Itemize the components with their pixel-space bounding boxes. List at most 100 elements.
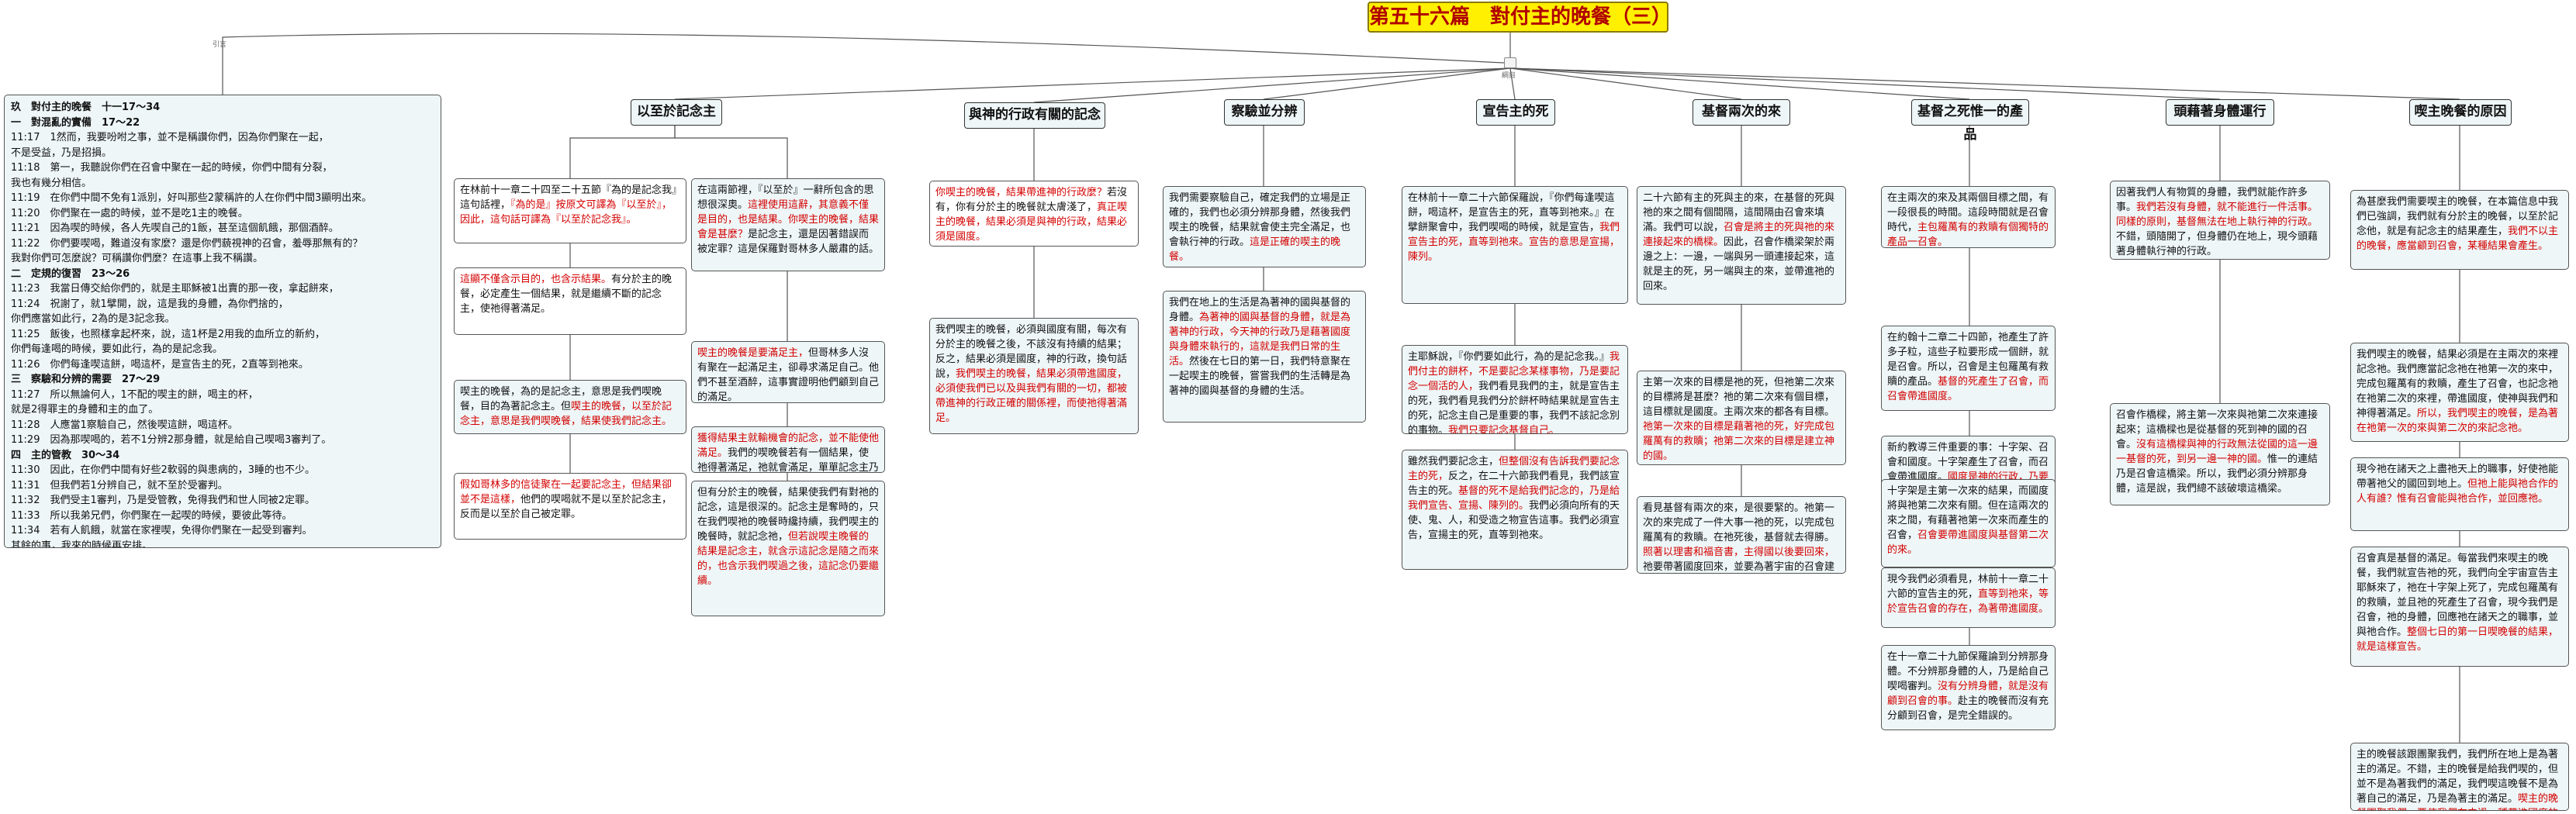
topic-two-comings[interactable]: 基督兩次的來 [1693,99,1790,126]
note-box: 因著我們人有物質的身體，我們就能作許多事。我們若沒有身體，就不能進行一件活事。同… [2110,181,2330,260]
note-box: 主的晚餐該跟團聚我們，我們所在地上是為著主的滿足。不錯，主的晚餐是給我們喫的，但… [2350,743,2569,811]
emphasis-text: 召會是將主的死與祂的來連接起來的橋樑。 [1643,222,1835,248]
note-box: 在這兩節裡，『以至於』一辭所包含的思想很深奧。這裡使用這辭，其意義不僅是目的，也… [691,178,885,271]
topic-unique-product[interactable]: 基督之死惟一的產品 [1911,99,2029,143]
outline-verse: 11:25 飯後，也照樣拿起杯來，說，這1杯是2用我的血所立的新約， [11,328,326,340]
note-box: 雖然我們要記念主，但整個沒有告訴我們要記念主的死，反之，在二十六節我們看見，我們… [1402,450,1628,570]
note-box: 召會真是基督的滿足。每當我們來喫主的晚餐，我們就宣告祂的死，我們向全宇宙宣告主耶… [2350,547,2569,667]
note-box: 你喫主的晚餐，結果帶進神的行政麼？若沒有，你有分於主的晚餐就太膚淺了，真正喫主的… [929,181,1139,247]
note-text: 祂要帶著國度回來，並要為著宇宙的召會建立這國。 [1643,561,1835,573]
emphasis-text: 我們付主的餅杯，不是要記念某樣事物，乃是要記念一個活的人， [1408,351,1620,392]
outline-verse: 11:19 在你們中間不免有1派別，好叫那些2蒙稱許的人在你們中間3顯明出來。 [11,192,372,204]
outline-verse: 11:27 所以無論何人，1不配的喫主的餅，喝主的杯， [11,388,258,401]
note-text: 主耶穌說，『你們要如此行，為的是記念我。』 [1408,351,1610,363]
note-box: 我們喫主的晚餐，必須與國度有關，每次有分於主的晚餐之後，不該沒有持續的結果；反之… [929,318,1139,434]
outline-verse: 11:20 你們聚在一處的時候，並不是吃1主的晚餐。 [11,207,248,219]
topic-head-through-body[interactable]: 頭藉著身體運行 [2166,99,2274,126]
note-text: 他們的喫喝就不是以至於記念主，反而是以至於自己被定罪。 [460,494,673,520]
note-text: 在林前十一章二十四至二十五節『為的是記念我』這句話裡， [460,185,677,211]
note-box: 喫主的晚餐，為的是記念主，意思是我們喫晚餐，目的為著記念主。但喫主的晚餐，以至於… [454,380,686,434]
note-text: 有分於主的晚餐，必定產生一個結果，就是繼續不斷的記念主，使祂得著滿足。 [460,274,673,315]
note-text: 我們的喫晚餐若有一個結果，使祂得著滿足，祂就會滿足，單單記念主乃是膚淺的。 [697,447,880,473]
outline-verse: 你們每逢喝的時候，要如此行，為的是記念我。 [11,343,223,355]
note-text: 主的晚餐該跟團聚我們，我們所在地上是為著主的滿足。不錯，主的晚餐是給我們喫的，但… [2356,749,2559,805]
note-text: 在十一章二十九節保羅論到分辨那身體。不分辨那身體的人，乃是給自己喫喝審判。 [1887,651,2049,692]
emphasis-text: 所以，我們喫主的晚餐，是為著在祂第一次的來與第二次的來記念祂。 [2356,408,2559,434]
emphasis-text: 喫主的晚餐團聚我們，要使我們在中過一種帶進國度的生活，使主耶穌得著滿足。 [2356,793,2559,810]
left-branch-label: 引言 [213,41,227,49]
emphasis-text: 但整個沒有告訴我們要記念主的死， [1408,456,1620,482]
emphasis-text: 整個七日的第一日喫晚餐的結果，就是這樣宣告。 [2356,626,2559,653]
outline-verse: 11:24 祝謝了，就1擘開，說，這是我的身體，為你們捨的， [11,298,289,310]
emphasis-text: 我們不以主的晚餐，應當顧到召會，某種結果會產生。 [2356,226,2559,252]
emphasis-text: 為著神的國與基督的身體，就是為著神的行政，今天神的行政乃是藉著國度與身體來執行的… [1169,312,1351,367]
note-text: 召會真是基督的滿足。每當我們來喫主的晚餐，我們就宣告祂的死，我們向全宇宙宣告主耶… [2356,553,2559,638]
emphasis-text: 我們宣告主的死，直等到祂來。宣告的意思是宣揚，陳列。 [1408,222,1620,263]
outline-verse: 11:18 第一，我聽說你們在召會中聚在一起的時候，你們中間有分裂， [11,162,333,174]
note-text: 主第一次來的目標是祂的死，但祂第二次來的目標將是甚麼？祂的第二次來有個目標，這目… [1643,377,1835,418]
note-text: 赴主的晚餐而沒有充分顧到召會，是完全錯誤的。 [1887,695,2049,722]
note-text: 看見基督有兩次的來，是很要緊的。祂第一次的來完成了一件大事一祂的死，以完成包羅萬… [1643,502,1835,543]
note-text: 但哥林多人沒有聚在一起滿足主，卻尋求滿足自己。他們不甚至酒醉，這事實證明他們顧到… [697,347,880,403]
note-text: 喫主的晚餐，為的是記念主，意思是我們喫晚餐，目的為著記念主。但 [460,386,662,412]
outline-verse: 就是2得罪主的身體和主的血了。 [11,404,159,416]
topic-remembrance[interactable]: 以至於記念主 [631,99,722,126]
note-box: 獲得結果主就輸機會的記念，並不能使他滿足。我們的喫晚餐若有一個結果，使祂得著滿足… [691,426,885,473]
note-text: 我們需要察驗自己，確定我們的立場是正確的，我們也必須分辨那身體，然後我們喫主的晚… [1169,192,1351,248]
emphasis-text: 我們若沒有身體，就不能進行一件活事。同樣的原則，基督無法在地上執行神的行政。 [2116,202,2318,228]
outline-verse: 11:31 但我們若1分辨自己，就不至於受審判。 [11,479,228,492]
note-text: 雖然我們要記念主， [1408,456,1499,467]
outline-verse: 11:33 所以我弟兄們，你們聚在一起喫的時候，要彼此等待。 [11,509,292,522]
outline-heading: 玖 對付主的晚餐 十一17～34 [11,102,161,113]
outline-heading: 一 對混亂的實備 17～22 [11,116,140,129]
note-box: 在約翰十二章二十四節，祂產生了許多子粒，這些子粒要形成一個餅，就是召會。所以，召… [1881,326,2056,411]
note-box: 在林前十一章二十六節保羅說，『你們每逢喫這餅，喝這杯，是宣告主的死，直等到祂來。… [1402,186,1628,304]
outline-verse: 11:23 我當日傳交給你們的，就是主耶穌被1出賣的那一夜，拿起餅來， [11,283,339,295]
emphasis-text: 直等到祂來，等於宣告召會的存在，為著帶進國度。 [1887,588,2049,615]
note-text: 在主兩次的來及其兩個目標之間，有一段很長的時間。這段時間就是召會時代， [1887,192,2049,233]
note-box: 在主兩次的來及其兩個目標之間，有一段很長的時間。這段時間就是召會時代，主包羅萬有… [1881,186,2056,248]
note-box: 但有分於主的晚餐，結果使我們有對祂的記念，這是很深的。記念主是奪時的，只在我們喫… [691,481,885,616]
outline-verse: 我對你們可怎麼說？可稱讚你們麼？在這事上我不稱讚。 [11,253,264,264]
outline-verse: 不是受益，乃是招損。 [11,147,112,159]
outline-heading: 三 察驗和分辨的需要 27～29 [11,374,161,385]
topic-reasons[interactable]: 喫主晚餐的原因 [2409,99,2512,126]
note-text: 現今我們必須看見，林前十一章二十六節的宣告主的死， [1887,574,2049,600]
emphasis-text: 喫主的晚餐，以至於記念主，意思是我們喫晚餐，結果使我們記念主。 [460,401,673,427]
note-text: 我們喫主的晚餐，結果必須是在主兩次的來裡記念祂。我們應當記念祂在祂第一次的來中，… [2356,349,2559,419]
note-text: 我們喫主的晚餐，必須與國度有關，每次有分於主的晚餐之後，不該沒有持續的結果；反之… [935,324,1128,380]
note-text: 但有分於主的晚餐，結果使我們有對祂的記念，這是很深的。記念主是奪時的，只在我們喫… [697,487,880,543]
emphasis-text: 照著以理書和福音書，主得國以後要回來， [1643,547,1835,558]
note-text: 若沒有，你有分於主的晚餐就太膚淺了， [935,187,1128,213]
note-text: 在林前十一章二十六節保羅說，『你們每逢喫這餅，喝這杯，是宣告主的死，直等到祂來。… [1408,192,1615,233]
note-box: 現今祂在諸天之上盡祂天上的職事，好使祂能帶著祂父的國回到地上。但祂上能與祂合作的… [2350,457,2569,531]
note-box: 主耶穌說，『你們要如此行，為的是記念我。』我們付主的餅杯，不是要記念某樣事物，乃… [1402,345,1628,434]
outline-verse: 11:17 1然而，我要吩咐之事，並不是稱讚你們，因為你們聚在一起， [11,132,329,143]
note-text: 是記念主，還是因著錯誤而被定罪？這是保羅對哥林多人嚴肅的話。 [697,229,880,255]
hub-node[interactable] [1504,57,1516,68]
outline-verse: 11:29 因為那喫喝的，若不1分辨2那身體，就是給自己喫喝3審判了。 [11,434,332,446]
note-box: 在十一章二十九節保羅論到分辨那身體。不分辨那身體的人，乃是給自己喫喝審判。沒有分… [1881,645,2056,730]
note-text: 因此，召會作橋梁架於兩邊之上：一邊，一端與另一頭連接起來，這就是主的死，另一端與… [1643,236,1835,292]
outline-verse: 11:22 你們要喫喝，難道沒有家麼？還是你們藐視神的召會，羞辱那無有的？ [11,237,363,250]
note-box: 為甚麼我們需要喫主的晚餐，在本篇信息中我們已強調，我們就有分於主的晚餐，以至於記… [2350,190,2569,270]
outline-verse: 11:32 我們受主1審判，乃是受管教，免得我們和世人同被2定罪。 [11,495,316,506]
outline-verse: 11:34 若有人飢餓，就當在家裡喫，免得你們聚在一起受到審判。 [11,525,313,536]
emphasis-text: 祂第一次來的目標是藉著祂的死，好完成包羅萬有的救贖；祂第二次來的目標是建立神的國… [1643,421,1835,462]
emphasis-text: 我們喫主的晚餐，結果必須帶進國度，必須使我們已以及與我們有關的一切，都被帶進神的… [935,368,1128,424]
emphasis-text: 獲得結果主就輸機會的記念，並不能使他滿足。 [697,433,880,459]
note-text: 為甚麼我們需要喫主的晚餐，在本篇信息中我們已強調，我們就有分於主的晚餐，以至於記… [2356,196,2559,237]
note-text: 十字架是主第一次來的結果，而國度將與祂第二次來有關。但在這兩次的來之間，有藉著祂… [1887,485,2049,541]
topic-declare-death[interactable]: 宣告主的死 [1476,99,1555,126]
topic-examine-discern[interactable]: 察驗並分辨 [1224,99,1305,126]
outline-verse: 11:30 因此，在你們中間有好些2軟弱的與患病的，3睡的也不少。 [11,464,316,476]
outline-verse: 11:28 人應當1察驗自己，然後喫這餅，喝這杯。 [11,419,238,431]
emphasis-text: 真正喫主的晚餐，結果必須是與神的行政，結果必須是國度。 [935,202,1128,243]
emphasis-text: 這顯不僅含示目的，也含示結果。 [460,274,612,285]
emphasis-text: 召會要帶進國度與基督第二次的來。 [1887,529,2049,556]
map-title: 第五十六篇 對付主的晚餐（三） [1368,2,1672,33]
topic-administration[interactable]: 與神的行政有關的記念 [964,102,1105,129]
note-text: 我們在地上的生活是為著神的國與基督的身體。 [1169,297,1351,323]
outline-heading: 二 定規的復習 23～26 [11,267,130,280]
note-box: 召會作橋樑，將主第一次來與祂第二次來連接起來；這橋樑也是從基督的死到神的國的召會… [2110,403,2330,505]
